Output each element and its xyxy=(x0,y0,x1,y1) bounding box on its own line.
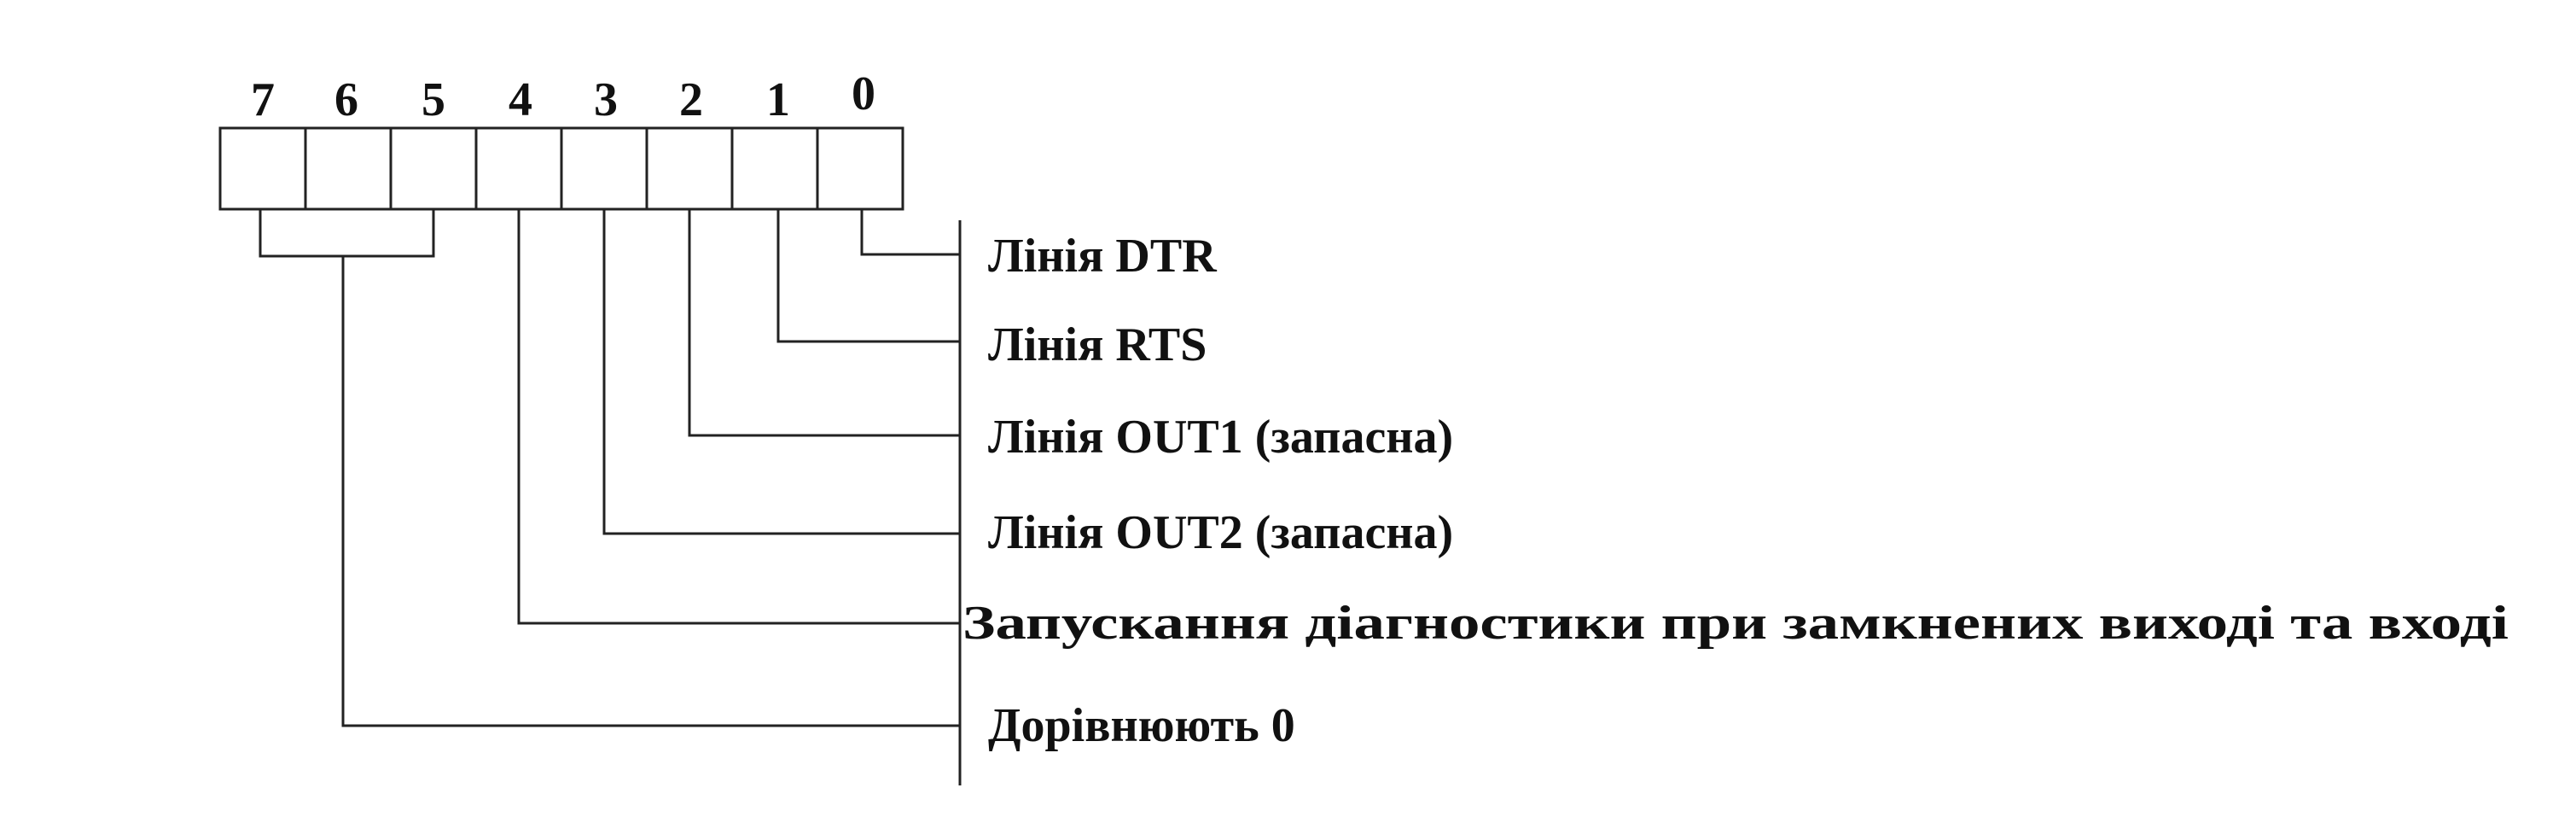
bracket-bits-7-5 xyxy=(259,209,435,258)
bit-number-0: 0 xyxy=(852,67,875,120)
bit-number-3: 3 xyxy=(594,73,618,126)
wire-bit-1 xyxy=(776,209,960,343)
field-descriptions: Лінія DTR Лінія RTS Лінія OUT1 (запасна)… xyxy=(962,230,2509,752)
field-label-bit-2: Лінія OUT1 (запасна) xyxy=(988,411,1453,464)
field-label-bit-0: Лінія DTR xyxy=(988,230,1217,283)
wire-bit-4 xyxy=(517,209,960,625)
bit-number-5: 5 xyxy=(422,73,445,126)
bit-number-row: 7 6 5 4 3 2 1 0 xyxy=(251,67,875,126)
bit-cell-6 xyxy=(304,126,393,211)
bit-cell-4 xyxy=(474,126,563,211)
wire-bit-0 xyxy=(860,209,960,256)
bit-cell-3 xyxy=(560,126,648,211)
field-label-bits-7-5: Дорівнюють 0 xyxy=(988,699,1295,752)
bit-number-2: 2 xyxy=(679,73,703,126)
bit-number-6: 6 xyxy=(334,73,358,126)
bit-cell-5 xyxy=(389,126,478,211)
bit-cell-2 xyxy=(645,126,734,211)
field-label-bit-3: Лінія OUT2 (запасна) xyxy=(988,506,1453,559)
field-label-bit-1: Лінія RTS xyxy=(988,318,1207,371)
bit-cell-1 xyxy=(730,126,819,211)
wire-bit-3 xyxy=(602,209,960,535)
field-label-bit-4: Запускання діагностики при замкнених вих… xyxy=(962,597,2509,650)
register-cells xyxy=(218,126,904,211)
connector-lines xyxy=(259,209,960,727)
bit-number-4: 4 xyxy=(509,73,532,126)
bit-number-7: 7 xyxy=(251,73,275,126)
bit-number-1: 1 xyxy=(766,73,790,126)
wire-bit-2 xyxy=(688,209,960,437)
bit-cell-0 xyxy=(816,126,904,211)
bit-cell-7 xyxy=(218,126,307,211)
wire-bits-7-5 xyxy=(341,256,960,727)
